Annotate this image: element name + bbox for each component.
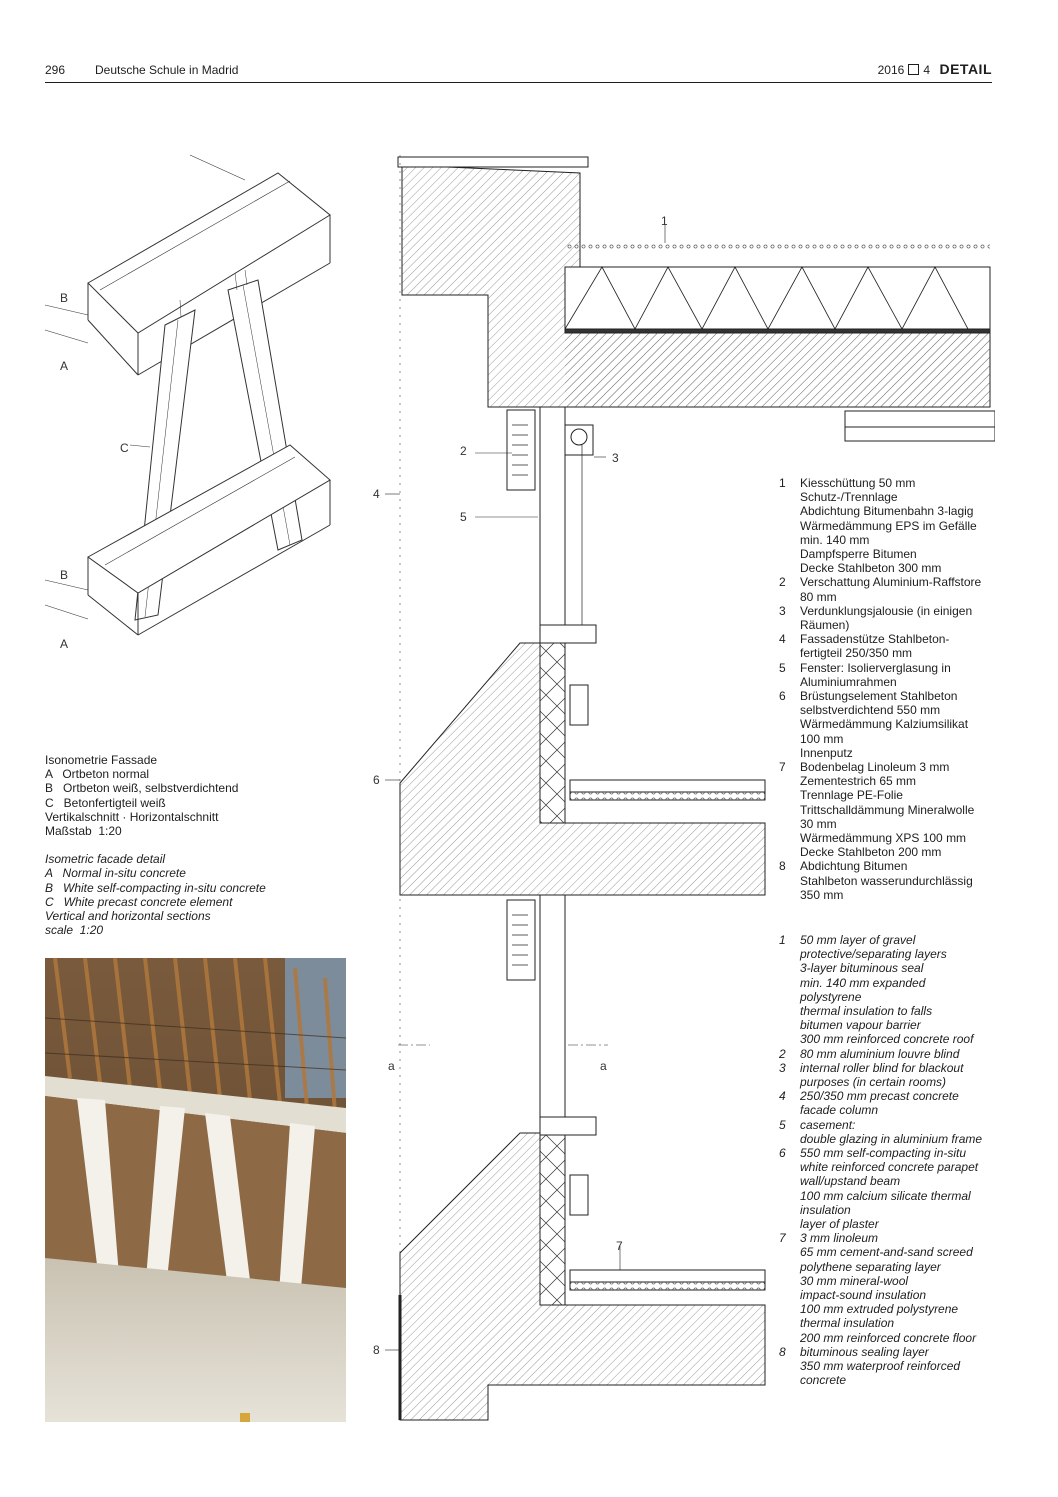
- issue-number: 4: [923, 63, 930, 77]
- section-label-7: 7: [616, 1239, 623, 1253]
- legend-number: 7: [779, 760, 786, 775]
- legend-text: 550 mm self-compacting in-situ white rei…: [800, 1146, 979, 1232]
- section-label-5: 5: [460, 510, 467, 524]
- legend-number: 8: [779, 1344, 786, 1359]
- legend-german: 1 Kiesschüttung 50 mm Schutz-/Trennlage A…: [779, 476, 999, 902]
- iso-label-a-upper: A: [60, 359, 68, 373]
- issue-year: 2016: [877, 63, 905, 77]
- legend-item: 4 Fassadenstütze Stahlbeton- fertigteil 2…: [779, 632, 999, 660]
- legend-number: 1: [779, 476, 786, 490]
- section-label-8: 8: [373, 1343, 380, 1357]
- iso-label-b-upper: B: [60, 291, 68, 305]
- legend-item: 6 550 mm self-compacting in-situ white re…: [779, 1146, 999, 1231]
- legend-text: Abdichtung Bitumen Stahlbeton wasserundu…: [800, 859, 973, 902]
- legend-item: 1 50 mm layer of gravel protective/separa…: [779, 933, 999, 1047]
- legend-item: 5 casement: double glazing in aluminium f…: [779, 1118, 999, 1146]
- legend-text: Fenster: Isolierverglasung in Aluminiumr…: [800, 660, 951, 689]
- caption-line: Isometric facade detail: [45, 852, 166, 867]
- caption-line: C White precast concrete element: [45, 894, 233, 909]
- caption-english: Isometric facade detail A Normal in-situ…: [45, 852, 335, 937]
- legend-english: 1 50 mm layer of gravel protective/separa…: [779, 933, 999, 1388]
- caption-line: Maßstab 1:20: [45, 824, 122, 839]
- section-drawing: 1 2 3 4 5 6 7 8 a a: [373, 155, 995, 1421]
- legend-number: 1: [779, 933, 786, 947]
- legend-text: Verschattung Aluminium-Raffstore 80 mm: [800, 575, 982, 604]
- iso-label-c: C: [120, 441, 129, 455]
- legend-text: 80 mm aluminium louvre blind: [800, 1046, 960, 1061]
- legend-item: 7 Bodenbelag Linoleum 3 mm Zementestrich …: [779, 760, 999, 859]
- section-label-4: 4: [373, 487, 380, 501]
- detail-logo: DETAIL: [939, 61, 992, 77]
- caption-line: B Ortbeton weiß, selbstverdichtend: [45, 781, 239, 796]
- legend-item: 4 250/350 mm precast concrete facade colu…: [779, 1089, 999, 1117]
- legend-number: 7: [779, 1231, 786, 1246]
- caption-line: A Ortbeton normal: [45, 767, 150, 782]
- legend-text: Verdunklungsjalousie (in einigen Räumen): [800, 603, 973, 633]
- running-title: Deutsche Schule in Madrid: [95, 63, 239, 77]
- page-header: 296 Deutsche Schule in Madrid 2016 4 DETA…: [45, 61, 992, 83]
- page-number: 296: [45, 63, 66, 77]
- caption-line: A Normal in-situ concrete: [45, 866, 186, 881]
- legend-number: 3: [779, 603, 786, 618]
- legend-number: 5: [779, 660, 786, 675]
- construction-photo: [45, 958, 346, 1422]
- legend-item: 2 80 mm aluminium louvre blind: [779, 1047, 999, 1061]
- iso-label-b-lower: B: [60, 568, 68, 582]
- legend-text: 250/350 mm precast concrete facade colum…: [800, 1089, 959, 1118]
- caption-german: Isonometrie Fassade A Ortbeton normal B …: [45, 753, 335, 838]
- legend-item: 2 Verschattung Aluminium-Raffstore 80 mm: [779, 575, 999, 603]
- legend-number: 6: [779, 689, 786, 704]
- iso-label-a-lower: A: [60, 637, 68, 651]
- legend-text: Fassadenstütze Stahlbeton- fertigteil 25…: [800, 632, 950, 661]
- section-cut-label-right: a: [600, 1059, 607, 1073]
- legend-text: Bodenbelag Linoleum 3 mm Zementestrich 6…: [800, 760, 975, 860]
- caption-line: Vertikalschnitt · Horizontalschnitt: [45, 809, 219, 824]
- section-cut-label-left: a: [388, 1059, 395, 1073]
- legend-number: 5: [779, 1117, 786, 1132]
- legend-item: 6 Brüstungselement Stahlbeton selbstverdi…: [779, 689, 999, 760]
- caption-line: Vertical and horizontal sections: [45, 909, 211, 924]
- legend-text: Kiesschüttung 50 mm Schutz-/Trennlage Ab…: [800, 476, 977, 576]
- legend-text: 50 mm layer of gravel protective/separat…: [800, 933, 974, 1047]
- caption-line: B White self-compacting in-situ concrete: [45, 880, 266, 895]
- legend-item: 3 Verdunklungsjalousie (in einigen Räumen…: [779, 604, 999, 632]
- square-icon: [908, 64, 920, 75]
- legend-number: 4: [779, 632, 786, 647]
- caption-line: C Betonfertigteil weiß: [45, 795, 166, 810]
- legend-number: 6: [779, 1146, 786, 1161]
- legend-item: 5 Fenster: Isolierverglasung in Aluminium…: [779, 661, 999, 689]
- legend-item: 1 Kiesschüttung 50 mm Schutz-/Trennlage A…: [779, 476, 999, 575]
- legend-item: 3 internal roller blind for blackout purp…: [779, 1061, 999, 1089]
- section-label-3: 3: [612, 451, 619, 465]
- legend-text: internal roller blind for blackout purpo…: [800, 1060, 964, 1090]
- legend-item: 8 bituminous sealing layer 350 mm waterpr…: [779, 1345, 999, 1388]
- legend-number: 8: [779, 859, 786, 874]
- isometric-drawing: B A C B A: [44, 154, 331, 651]
- legend-number: 4: [779, 1089, 786, 1104]
- legend-text: Brüstungselement Stahlbeton selbstverdic…: [800, 689, 969, 760]
- legend-text: casement: double glazing in aluminium fr…: [800, 1117, 983, 1146]
- legend-number: 3: [779, 1060, 786, 1075]
- legend-text: 3 mm linoleum 65 mm cement-and-sand scre…: [800, 1231, 977, 1345]
- legend-item: 8 Abdichtung Bitumen Stahlbeton wasserund…: [779, 859, 999, 902]
- caption-line: scale 1:20: [45, 923, 104, 938]
- issue-info: 2016 4: [878, 63, 930, 77]
- legend-number: 2: [779, 575, 786, 590]
- section-label-6: 6: [373, 773, 380, 787]
- legend-number: 2: [779, 1046, 786, 1061]
- figure-caption: Isonometrie Fassade A Ortbeton normal B …: [45, 753, 335, 937]
- caption-line: Isonometrie Fassade: [45, 753, 158, 767]
- legend-item: 7 3 mm linoleum 65 mm cement-and-sand scr…: [779, 1231, 999, 1345]
- legend-text: bituminous sealing layer 350 mm waterpro…: [800, 1344, 961, 1388]
- section-label-1: 1: [661, 214, 668, 228]
- section-label-2: 2: [460, 444, 467, 458]
